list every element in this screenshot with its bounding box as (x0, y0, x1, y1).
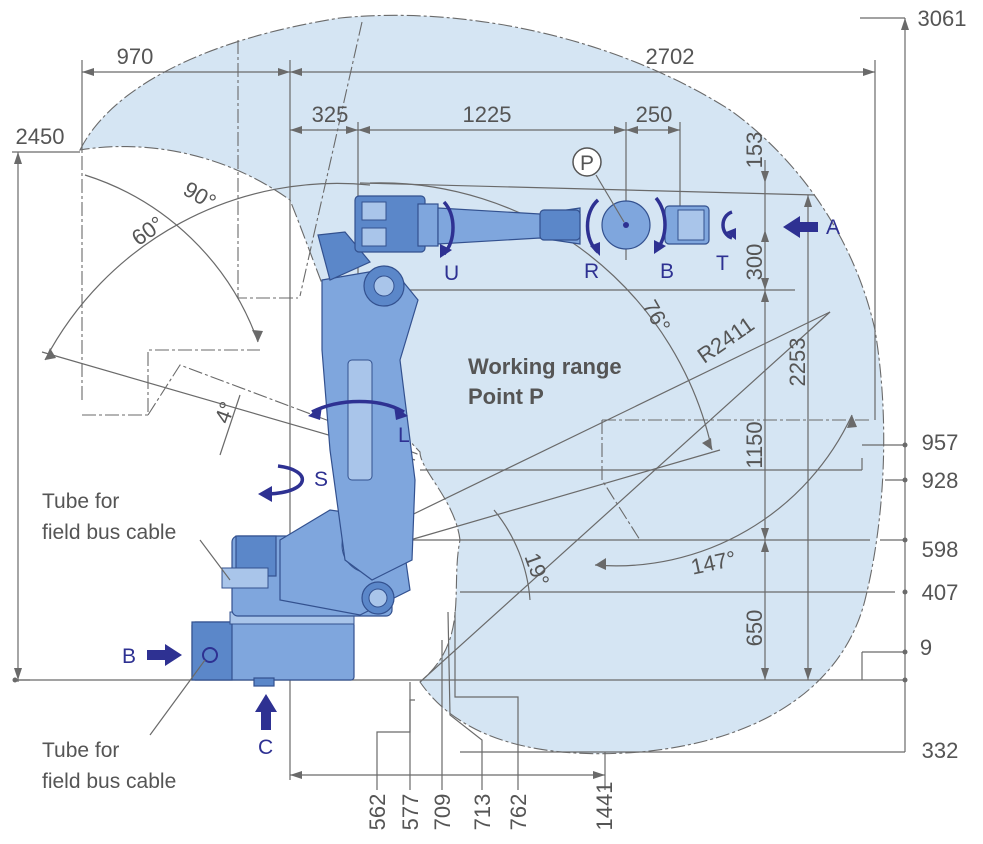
dim-2253: 2253 (785, 338, 810, 387)
dim-2702: 2702 (646, 44, 695, 69)
view-c-arrow (255, 694, 277, 730)
view-b-label: B (122, 645, 136, 668)
bottom-dimensions (290, 611, 606, 790)
tube-note-top-line-1: Tube for (42, 490, 119, 513)
tube-note-top-line-2: field bus cable (42, 521, 176, 544)
dim-713: 713 (470, 794, 495, 831)
note-leaders (149, 539, 231, 736)
dim-562: 562 (365, 794, 390, 831)
robot-base (191, 611, 355, 687)
dim-650: 650 (742, 610, 767, 647)
tube-note-bottom-line-2: field bus cable (42, 770, 176, 793)
title-line-2: Point P (468, 384, 544, 409)
axis-b-label: B (660, 260, 674, 283)
dim-250: 250 (636, 102, 673, 127)
dim-598: 598 (922, 537, 959, 562)
dim-300: 300 (742, 244, 767, 281)
robot-upper-arm (354, 195, 710, 253)
axis-t-label: T (716, 252, 729, 275)
rotation-arrows (258, 196, 736, 502)
axis-l-label: L (398, 424, 410, 447)
view-c-label: C (258, 736, 273, 759)
angle-90: 90° (179, 176, 220, 214)
vertical-dimensions (12, 17, 909, 752)
point-p-marker: P (572, 147, 625, 223)
dim-577: 577 (398, 794, 423, 831)
horizontal-dimensions (12, 60, 876, 780)
dim-970: 970 (117, 44, 154, 69)
angle-4: 4° (210, 398, 241, 426)
axis-u-label: U (444, 262, 459, 285)
dim-709: 709 (430, 794, 455, 831)
dim-1150: 1150 (742, 421, 767, 468)
angle-60: 60° (127, 211, 169, 251)
dim-1441: 1441 (592, 782, 617, 831)
axis-s-label: S (314, 468, 328, 491)
dim-928: 928 (922, 468, 959, 493)
dim-1225: 1225 (463, 102, 512, 127)
view-a-arrow (783, 216, 818, 238)
dim-407: 407 (922, 580, 959, 605)
dim-2450: 2450 (16, 124, 65, 149)
view-b-arrow (147, 644, 182, 666)
angle-arcs (44, 174, 857, 601)
dim-9: 9 (920, 635, 932, 660)
dim-762: 762 (506, 794, 531, 831)
robot-lower-arm (317, 231, 419, 581)
view-arrows (147, 216, 818, 730)
title-line-1: Working range (468, 354, 622, 379)
dim-3061: 3061 (918, 6, 967, 31)
dim-332: 332 (922, 738, 959, 763)
point-p-label: P (580, 152, 594, 175)
dim-325: 325 (312, 102, 349, 127)
tube-note-bottom-line-1: Tube for (42, 739, 119, 762)
axis-r-label: R (584, 260, 599, 283)
dim-957: 957 (922, 430, 959, 455)
view-a-label: A (826, 216, 840, 239)
dim-153: 153 (742, 132, 767, 169)
